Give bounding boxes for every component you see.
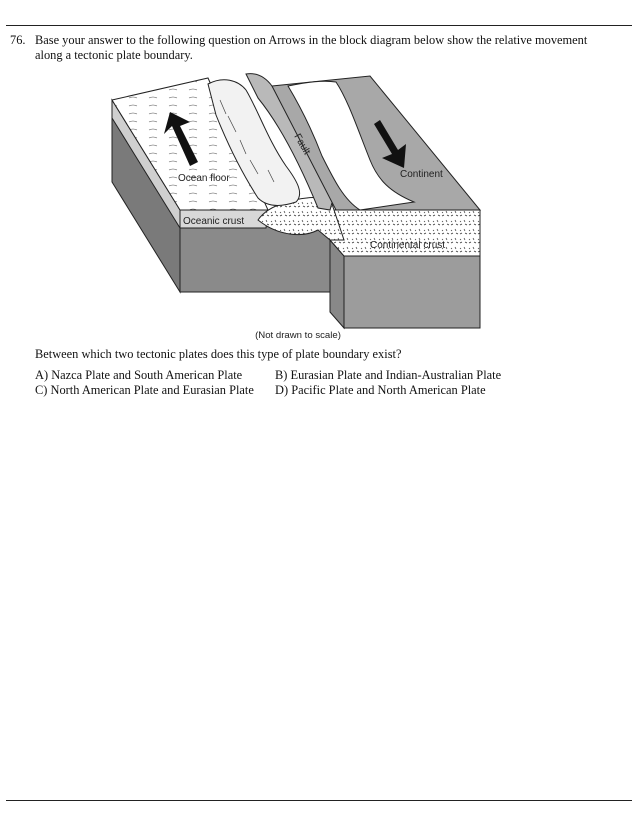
label-continental-crust: Continental crust: [370, 240, 445, 251]
choice-c[interactable]: C) North American Plate and Eurasian Pla…: [35, 383, 254, 398]
continent-white-strip: [287, 80, 416, 211]
label-continent: Continent: [400, 169, 443, 180]
choice-a-letter: A): [35, 368, 49, 382]
label-ocean-floor: Ocean floor: [178, 173, 230, 184]
question-prompt: Between which two tectonic plates does t…: [35, 347, 402, 361]
fault-plane: [245, 73, 337, 211]
choice-a[interactable]: A) Nazca Plate and South American Plate: [35, 368, 242, 383]
choice-c-text: North American Plate and Eurasian Plate: [50, 383, 254, 397]
choice-b[interactable]: B) Eurasian Plate and Indian-Australian …: [275, 368, 501, 383]
block-diagram: Ocean floor Fault Continent Oceanic crus…: [108, 70, 488, 346]
choice-d-letter: D): [275, 383, 289, 397]
top-rule: [6, 25, 632, 26]
label-oceanic-crust: Oceanic crust: [183, 216, 244, 227]
ocean-floor-surface: [111, 77, 269, 211]
question-number: 76.: [10, 33, 26, 47]
choice-a-text: Nazca Plate and South American Plate: [51, 368, 243, 382]
bottom-rule: [6, 800, 632, 801]
continental-block-front: [343, 255, 481, 329]
choice-b-text: Eurasian Plate and Indian-Australian Pla…: [290, 368, 502, 382]
arrow-up-left-icon: [164, 112, 198, 166]
arrow-down-right-icon: [374, 120, 406, 168]
choice-b-letter: B): [275, 368, 288, 382]
question-stem: Base your answer to the following questi…: [35, 33, 588, 62]
choice-d[interactable]: D) Pacific Plate and North American Plat…: [275, 383, 486, 398]
rock-ridge: [207, 79, 301, 206]
choice-d-text: Pacific Plate and North American Plate: [291, 383, 486, 397]
figure-caption: (Not drawn to scale): [255, 330, 341, 341]
choice-c-letter: C): [35, 383, 48, 397]
